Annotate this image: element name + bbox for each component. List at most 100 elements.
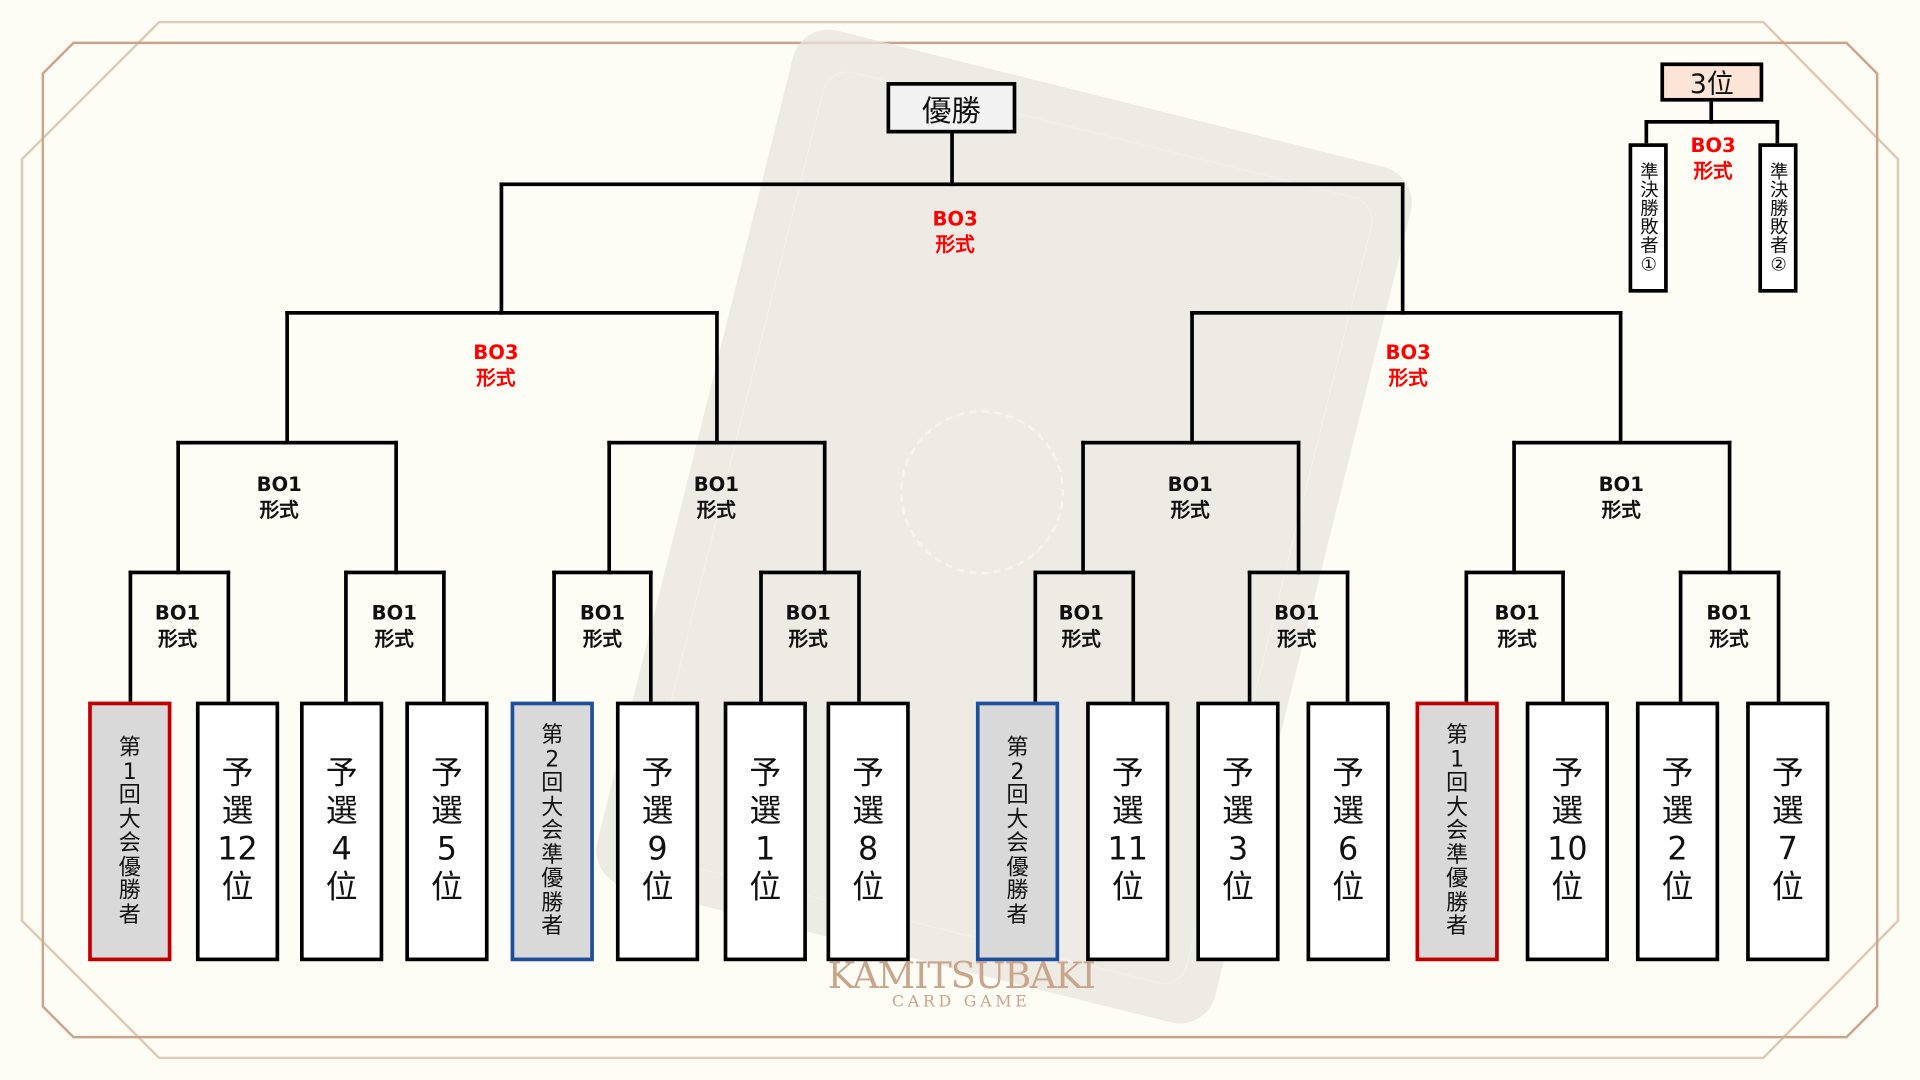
third-place-entrant-1: 準決勝敗者①: [1628, 143, 1668, 293]
bracket-line: [1644, 120, 1780, 124]
match-format: BO1: [371, 601, 417, 625]
champion-box: 優勝: [886, 82, 1017, 134]
bracket-line: [1190, 311, 1194, 445]
bracket-line: [1709, 97, 1714, 124]
entrant-box-qualifier: 予選5位: [405, 701, 489, 962]
match-format: BO3: [1385, 340, 1431, 364]
match-format-suffix: 形式: [1388, 366, 1428, 390]
bracket-line: [1345, 570, 1350, 705]
bracket-line: [648, 570, 653, 705]
entrant-name: 予選6位: [1332, 755, 1365, 907]
match-format: BO1: [1494, 601, 1540, 625]
bracket-line: [1081, 440, 1301, 445]
match-format: BO1: [785, 601, 831, 625]
bracket-line: [822, 440, 827, 575]
match-format-suffix: 形式: [476, 366, 516, 390]
entrant-box-qualifier: 予選9位: [615, 701, 700, 962]
entrant-name: 予選11位: [1107, 755, 1149, 907]
entrant-box-qualifier: 予選8位: [826, 701, 910, 962]
bracket-line: [499, 182, 1405, 187]
match-format: BO1: [579, 601, 626, 625]
entrant-name: 予選1位: [749, 755, 782, 907]
bracket-line: [176, 440, 181, 575]
third-place-entrant-2: 準決勝敗者②: [1758, 143, 1798, 293]
bracket-line: [226, 570, 231, 705]
sun-emblem-icon: [900, 410, 1065, 575]
match-format-suffix: 形式: [582, 626, 623, 651]
match-format-suffix: 形式: [1277, 626, 1317, 651]
logo-sub: CARD GAME: [891, 993, 1031, 1012]
bracket-line: [176, 440, 398, 445]
match-format: BO1: [154, 601, 201, 625]
bracket-line: [1296, 440, 1301, 575]
entrant-box-invited: 第2回大会優勝者: [975, 701, 1060, 962]
entrant-box-qualifier: 予選6位: [1306, 701, 1390, 962]
bracket-line: [950, 129, 954, 187]
bracket-line: [1776, 570, 1781, 705]
bracket-line: [285, 311, 289, 445]
bracket-line: [1644, 120, 1649, 147]
match-format-suffix: 形式: [696, 498, 736, 522]
bracket-line: [759, 570, 763, 705]
entrant-box-qualifier: 予選4位: [300, 701, 384, 962]
bracket-line: [607, 440, 612, 575]
match-format: BO1: [1598, 472, 1644, 496]
match-format-suffix: 形式: [1061, 626, 1101, 651]
bracket-line: [1775, 120, 1780, 147]
match-format-suffix: 形式: [1497, 626, 1537, 651]
entrant-name: 予選12位: [217, 755, 258, 907]
bracket-line: [1131, 570, 1136, 705]
match-format: BO1: [693, 472, 739, 496]
entrant-box-invited: 第2回大会準優勝者: [510, 701, 594, 962]
bracket-line: [128, 570, 231, 575]
entrant-box-invited: 第1回大会優勝者: [88, 701, 172, 962]
bracket-line: [128, 570, 133, 705]
bracket-line: [1033, 570, 1038, 705]
bracket-line: [1247, 570, 1350, 575]
match-format: BO1: [1706, 601, 1752, 625]
bracket-line: [857, 570, 861, 705]
entrant-name: 予選5位: [431, 755, 463, 907]
bracket-line: [1247, 570, 1252, 705]
entrant-name: 予選2位: [1661, 755, 1694, 907]
entrant-box-qualifier: 予選7位: [1746, 701, 1830, 962]
entrant-box-qualifier: 予選12位: [195, 701, 280, 962]
bracket-line: [1190, 311, 1623, 315]
match-format-suffix: 形式: [788, 626, 828, 651]
bracket-line: [607, 440, 827, 445]
entrant-name: 第1回大会準優勝者: [1446, 722, 1469, 940]
match-format-suffix: 形式: [374, 626, 414, 651]
entrant-name: 予選4位: [325, 755, 358, 907]
entrant-name: 予選8位: [852, 755, 885, 907]
entrant-box-qualifier: 予選3位: [1196, 701, 1280, 962]
bracket-line: [759, 570, 861, 575]
match-format: BO1: [256, 472, 302, 496]
match-format: BO3: [932, 206, 978, 231]
bracket-line: [285, 311, 719, 315]
bracket-line: [1512, 440, 1732, 445]
bracket-line: [1727, 440, 1732, 575]
match-format-suffix: 形式: [259, 498, 299, 522]
bracket-line: [344, 570, 446, 575]
entrant-name: 第1回大会優勝者: [118, 734, 141, 928]
entrant-name: 予選7位: [1771, 755, 1804, 907]
match-format: BO1: [1058, 601, 1104, 625]
entrant-box-invited: 第1回大会準優勝者: [1415, 701, 1499, 962]
entrant-name: 第2回大会準優勝者: [541, 722, 564, 940]
match-format-suffix: 形式: [1693, 159, 1733, 183]
bracket-line: [1464, 570, 1469, 705]
entrant-box-qualifier: 予選10位: [1525, 701, 1609, 962]
logo-name: KAMITSUBAKI: [827, 955, 1096, 998]
